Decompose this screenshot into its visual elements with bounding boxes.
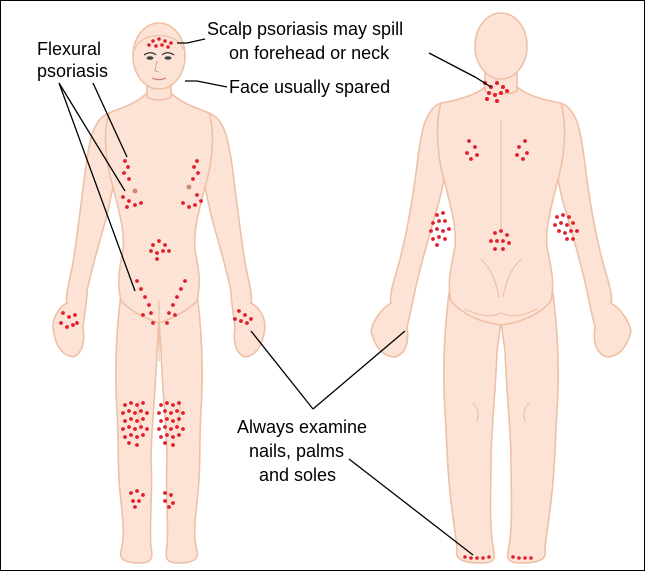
label-flexural-line1: Flexural xyxy=(37,39,101,59)
front-body-figure xyxy=(53,23,265,563)
label-examine-line1: Always examine xyxy=(237,417,367,437)
label-examine-line2: nails, palms xyxy=(249,441,344,461)
label-scalp-line2: on forehead or neck xyxy=(229,43,390,63)
back-body-figure xyxy=(371,13,631,563)
back-legs xyxy=(444,293,558,563)
back-head xyxy=(475,13,527,79)
label-face: Face usually spared xyxy=(229,77,390,97)
label-scalp-line1: Scalp psoriasis may spill xyxy=(207,19,403,39)
label-examine-line3: and soles xyxy=(259,465,336,485)
front-torso xyxy=(106,93,213,323)
label-flexural-line2: psoriasis xyxy=(37,61,108,81)
back-right-arm xyxy=(555,103,631,357)
